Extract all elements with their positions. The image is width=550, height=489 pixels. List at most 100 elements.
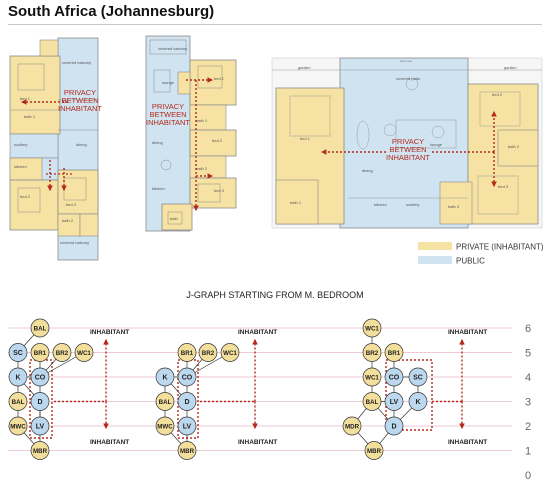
room-label: covered balcony xyxy=(62,60,91,65)
graph-node-label: MBR xyxy=(180,448,195,455)
graph-node xyxy=(30,318,50,338)
graph-node xyxy=(384,392,404,411)
public-zone-box xyxy=(385,359,433,431)
graph-node xyxy=(8,392,28,411)
graph-node xyxy=(30,367,50,387)
graph-node xyxy=(408,367,428,387)
room-label: bed 1 xyxy=(20,96,31,101)
room-label: bed 2 xyxy=(492,92,503,97)
graph-node xyxy=(74,343,94,362)
room-label: scullery xyxy=(14,142,28,147)
graph-node xyxy=(384,367,404,387)
graph-node-label: MDR xyxy=(345,423,360,430)
graph-node-label: BR2 xyxy=(56,350,69,357)
room-label: bed 2 xyxy=(212,138,223,143)
graph-node xyxy=(362,367,382,387)
svg-text:BETWEEN: BETWEEN xyxy=(149,110,186,119)
graph-node-label: CO xyxy=(35,374,46,381)
legend-label-private: PRIVATE (INHABITANT) xyxy=(456,243,544,252)
inhabitant-label: INHABITANT xyxy=(90,329,129,336)
graph-node xyxy=(30,416,50,436)
jgraph-title: J-GRAPH STARTING FROM M. BEDROOM xyxy=(186,290,363,300)
legend-label-public: PUBLIC xyxy=(456,257,485,266)
graph-node xyxy=(362,318,382,338)
svg-text:PRIVACY: PRIVACY xyxy=(152,102,184,111)
legend-swatch-private xyxy=(418,242,452,250)
graph-node-label: SC xyxy=(413,374,423,381)
inhabitant-label: INHABITANT xyxy=(238,439,277,446)
graph-node-label: BAL xyxy=(366,399,379,406)
garden-label: garden xyxy=(504,65,516,70)
graph-node-label: BAL xyxy=(12,399,25,406)
graph-node-label: BR2 xyxy=(202,350,215,357)
room-label: bed 2 xyxy=(20,194,31,199)
graph-node-label: WC1 xyxy=(365,374,379,381)
graph-node xyxy=(52,343,72,362)
graph-node xyxy=(177,392,197,411)
room-label: kitchen xyxy=(374,202,387,207)
legend-swatch-public xyxy=(418,256,452,264)
graph-node-label: BR1 xyxy=(34,350,47,357)
floor-plan-2: covered balcony lounge bed 1 bed 2 bath … xyxy=(145,35,237,232)
graph-node xyxy=(177,367,197,387)
graph-node-label: K xyxy=(15,374,20,381)
room-label: lounge xyxy=(430,142,443,147)
graph-node xyxy=(220,343,240,362)
graph-node xyxy=(384,416,404,436)
svg-text:INHABITANT: INHABITANT xyxy=(146,118,190,127)
graph-node-label: BAL xyxy=(159,399,172,406)
graph-node-label: LV xyxy=(36,423,45,430)
inhabitant-label: INHABITANT xyxy=(448,329,487,336)
room-label: kitchen xyxy=(14,164,27,169)
room-label: bath 1 xyxy=(24,114,36,119)
svg-text:PRIVACY: PRIVACY xyxy=(392,137,424,146)
floor-plan-3: garden garden slab over covered patio be… xyxy=(271,57,543,229)
inhabitant-label: INHABITANT xyxy=(448,439,487,446)
graph-node xyxy=(30,441,50,460)
graph-node xyxy=(364,441,384,460)
patio-label: covered patio xyxy=(396,76,421,81)
graph-node xyxy=(155,416,175,436)
graph-node-label: BAL xyxy=(34,325,47,332)
page-title: South Africa (Johannesburg) xyxy=(8,3,215,20)
room-label: bed 3 xyxy=(214,188,225,193)
room-label: bed 3 xyxy=(498,184,509,189)
graph-node-label: D xyxy=(391,423,396,430)
svg-text:INHABITANT: INHABITANT xyxy=(58,104,102,113)
graph-node-label: BR1 xyxy=(181,350,194,357)
inhabitant-label: INHABITANT xyxy=(90,439,129,446)
graph-node xyxy=(384,343,404,362)
room-label: bed 1 xyxy=(214,76,225,81)
svg-text:BETWEEN: BETWEEN xyxy=(389,145,426,154)
room-label: bath xyxy=(170,216,178,221)
svg-text:INHABITANT: INHABITANT xyxy=(386,153,430,162)
level-number: 5 xyxy=(525,348,531,360)
slab-label: slab over xyxy=(400,59,412,63)
graph-node-label: MWC xyxy=(157,423,173,430)
room-label: covered balcony xyxy=(60,240,89,245)
graph-node-label: SC xyxy=(13,350,23,357)
graph-node xyxy=(362,343,382,362)
graph-node-label: K xyxy=(415,399,420,406)
room-label: dining xyxy=(362,168,373,173)
room-label: kitchen xyxy=(152,186,165,191)
room-label: covered balcony xyxy=(158,46,187,51)
inhabitant-label: INHABITANT xyxy=(238,329,277,336)
graph-node xyxy=(342,416,362,436)
level-number: 6 xyxy=(525,323,531,335)
graph-node-label: D xyxy=(184,399,189,406)
room-label: bed 3 xyxy=(66,202,77,207)
graph-node-label: LV xyxy=(390,399,399,406)
room-label: bath 1 xyxy=(290,200,302,205)
graph-node-label: CO xyxy=(389,374,400,381)
level-number: 2 xyxy=(525,421,531,433)
graph-node-label: BR2 xyxy=(366,350,379,357)
privacy-label: PRIVACY BETWEEN INHABITANT xyxy=(146,102,190,127)
graph-node-label: MWC xyxy=(10,423,26,430)
room-label: bath 3 xyxy=(448,204,460,209)
graph-node-label: MBR xyxy=(33,448,48,455)
